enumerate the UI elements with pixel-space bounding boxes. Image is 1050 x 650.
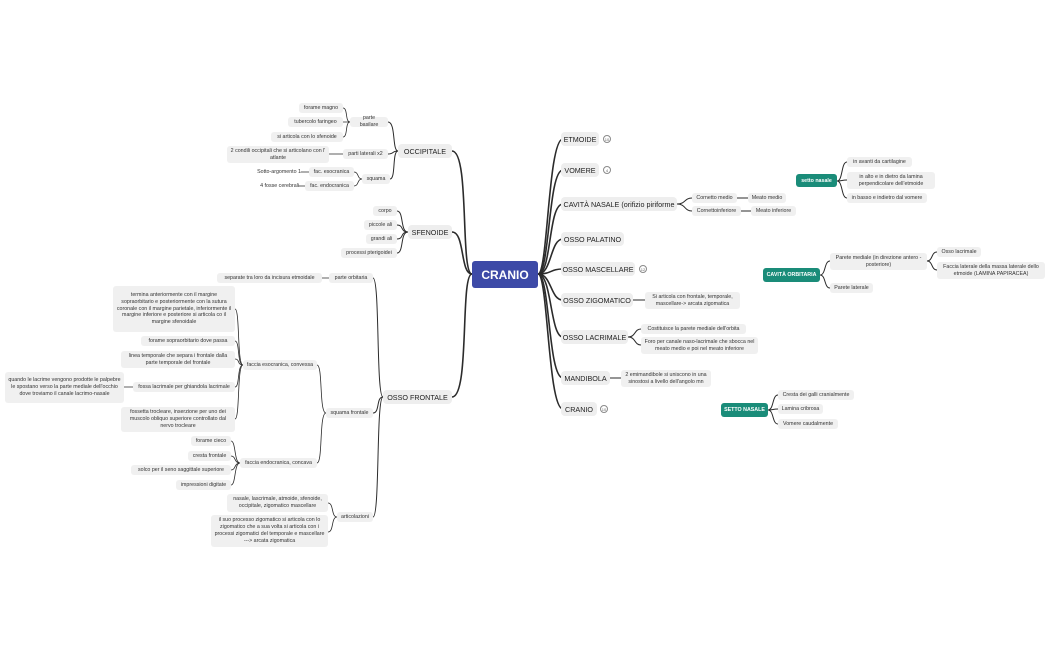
sub-lamina-papiracea[interactable]: Faccia laterale della massa laterale del… [937,262,1045,279]
topic-etmoide[interactable]: ETMOIDE [561,132,599,146]
sub-processi-pterigoidei[interactable]: processi pterigoidei [341,248,397,258]
root-topic[interactable]: CRANIO [472,261,538,288]
sub-impressioni-digitate[interactable]: impressioni digitate [176,480,231,490]
topic-vomere[interactable]: VOMERE [561,163,599,177]
sub-osso-lacrimale[interactable]: Osso lacrimale [937,247,981,257]
sub-parte-basilare[interactable]: parte basilare [350,115,388,128]
sub-articolazioni-elenco[interactable]: nasale, lascrimale, atmoide, sfenoide, o… [227,494,328,512]
sub-incisura-etmoidale[interactable]: separate tra loro da incisura etmoidale [217,273,322,283]
sub-squama[interactable]: squama [362,174,390,184]
sub-fossetta-trocleare[interactable]: fossetta trocleare, inserzione per uno d… [121,407,235,432]
floating-setto-nasale[interactable]: setto nasale [796,174,837,187]
sub-faccia-endocranica[interactable]: faccia endocranica, concava [240,458,317,468]
sub-parete-mediale[interactable]: Parete mediale (in direzione antero - po… [830,253,927,270]
sub-lacrimale-note-1[interactable]: Costituisce la parete mediale dell'orbit… [641,324,746,334]
sub-setto-big-item[interactable]: Vomere caudalmente [778,419,838,429]
sub-setto-item[interactable]: in avanti da cartilagine [847,157,912,167]
sub-setto-big-item[interactable]: Lamina cribrosa [778,404,823,414]
sub-corpo[interactable]: corpo [373,206,397,216]
sub-setto-item[interactable]: in basso e indietro dal vomere [847,193,927,203]
sub-fossa-lacrimale[interactable]: fossa lacrimale per ghiandola lacrimale [133,382,235,392]
collapsed-count-badge[interactable]: 10 [600,405,608,413]
sub-parete-laterale[interactable]: Parete laterale [830,283,873,293]
sub-margine-sopraorbitario[interactable]: termina anteriormente con il margine sop… [113,286,235,332]
sub-meato-medio[interactable]: Meato medio [748,193,786,203]
topic-mandibola[interactable]: MANDIBOLA [561,371,610,385]
sub-fac-esocranica[interactable]: fac. esocranica [309,167,354,177]
floating-cavita-orbitaria[interactable]: CAVITÀ ORBITARIA [763,268,820,282]
sub-linea-temporale[interactable]: linea temporale che separa i frontale da… [121,351,235,368]
sub-arcata-zigomatica[interactable]: il suo processo zigomatico si articola c… [211,515,328,547]
sub-squama-frontale[interactable]: squama frontale [326,408,373,418]
topic-osso-zigomatico[interactable]: OSSO ZIGOMATICO [561,293,633,307]
topic-occipitale[interactable]: OCCIPITALE [398,144,452,158]
topic-osso-lacrimale[interactable]: OSSO LACRIMALE [561,330,628,344]
sub-cornetto-medio[interactable]: Cornetto medio [692,193,737,203]
sub-meato-inferiore[interactable]: Meato inferiore [751,206,796,216]
sub-articolazioni[interactable]: articolazioni [337,512,373,522]
sub-canale-lacrimo-nasale[interactable]: quando le lacrime vengono prodotte le pa… [5,372,124,403]
collapsed-count-badge[interactable]: 12 [639,265,647,273]
sub-forame-magno[interactable]: forame magno [299,103,343,113]
topic-cranio[interactable]: CRANIO [561,402,597,416]
sub-fac-endocranica[interactable]: fac. endocranica [305,181,354,191]
sub-parte-orbitaria[interactable]: parte orbitaria [329,273,373,283]
topic-cavita-nasale[interactable]: CAVITÀ NASALE (orifizio piriforme [561,197,677,211]
floating-setto-nasale-caps[interactable]: SETTO NASALE [721,403,768,417]
sub-mandibola-note[interactable]: 2 emimandibole si uniscono in una sinost… [621,370,711,387]
sub-solco-seno-sagittale[interactable]: solco per il seno saggittale superiore [131,465,231,475]
sub-parti-laterali[interactable]: parti laterali x2 [343,149,388,159]
sub-forame-cieco[interactable]: forame cieco [191,436,231,446]
topic-osso-frontale[interactable]: OSSO FRONTALE [383,390,452,404]
label-sotto-argomento[interactable]: Sotto-argomento 1 [257,169,301,175]
sub-grandi-ali[interactable]: grandi ali [366,234,397,244]
sub-lacrimale-note-2[interactable]: Foro per canale naso-lacrimale che sbocc… [641,337,758,354]
label-fosse-cerebrali[interactable]: 4 fosse cerebrali [260,183,299,189]
sub-setto-big-item[interactable]: Cresta dei galli cranialmente [778,390,854,400]
sub-articola-sfenoide[interactable]: si articola con lo sfenoide [271,132,343,142]
sub-cornetto-inferiore[interactable]: Cornettoinferiore [692,206,741,216]
sub-cresta-frontale[interactable]: cresta frontale [188,451,231,461]
sub-forame-sopraorbitario[interactable]: forame sopraorbitario dove passa [141,336,235,346]
sub-zigomatico-note[interactable]: Si articola con frontale, temporale, mas… [645,292,740,309]
sub-piccole-ali[interactable]: piccole ali [364,220,397,230]
sub-faccia-esocranica[interactable]: faccia esocranica, convessa [243,360,317,370]
topic-osso-palatino[interactable]: OSSO PALATINO [561,232,624,246]
collapsed-count-badge[interactable]: 10 [603,135,611,143]
sub-setto-item[interactable]: in alto e in dietro da lamina perpendico… [847,172,935,189]
collapsed-count-badge[interactable]: 4 [603,166,611,174]
sub-condili-occipitali[interactable]: 2 condili occipitali che si articolano c… [227,146,329,163]
sub-tubercolo-faringeo[interactable]: tubercolo faringeo [288,117,343,127]
topic-osso-mascellare[interactable]: OSSO MASCELLARE [561,262,635,276]
topic-sfenoide[interactable]: SFENOIDE [408,225,452,239]
